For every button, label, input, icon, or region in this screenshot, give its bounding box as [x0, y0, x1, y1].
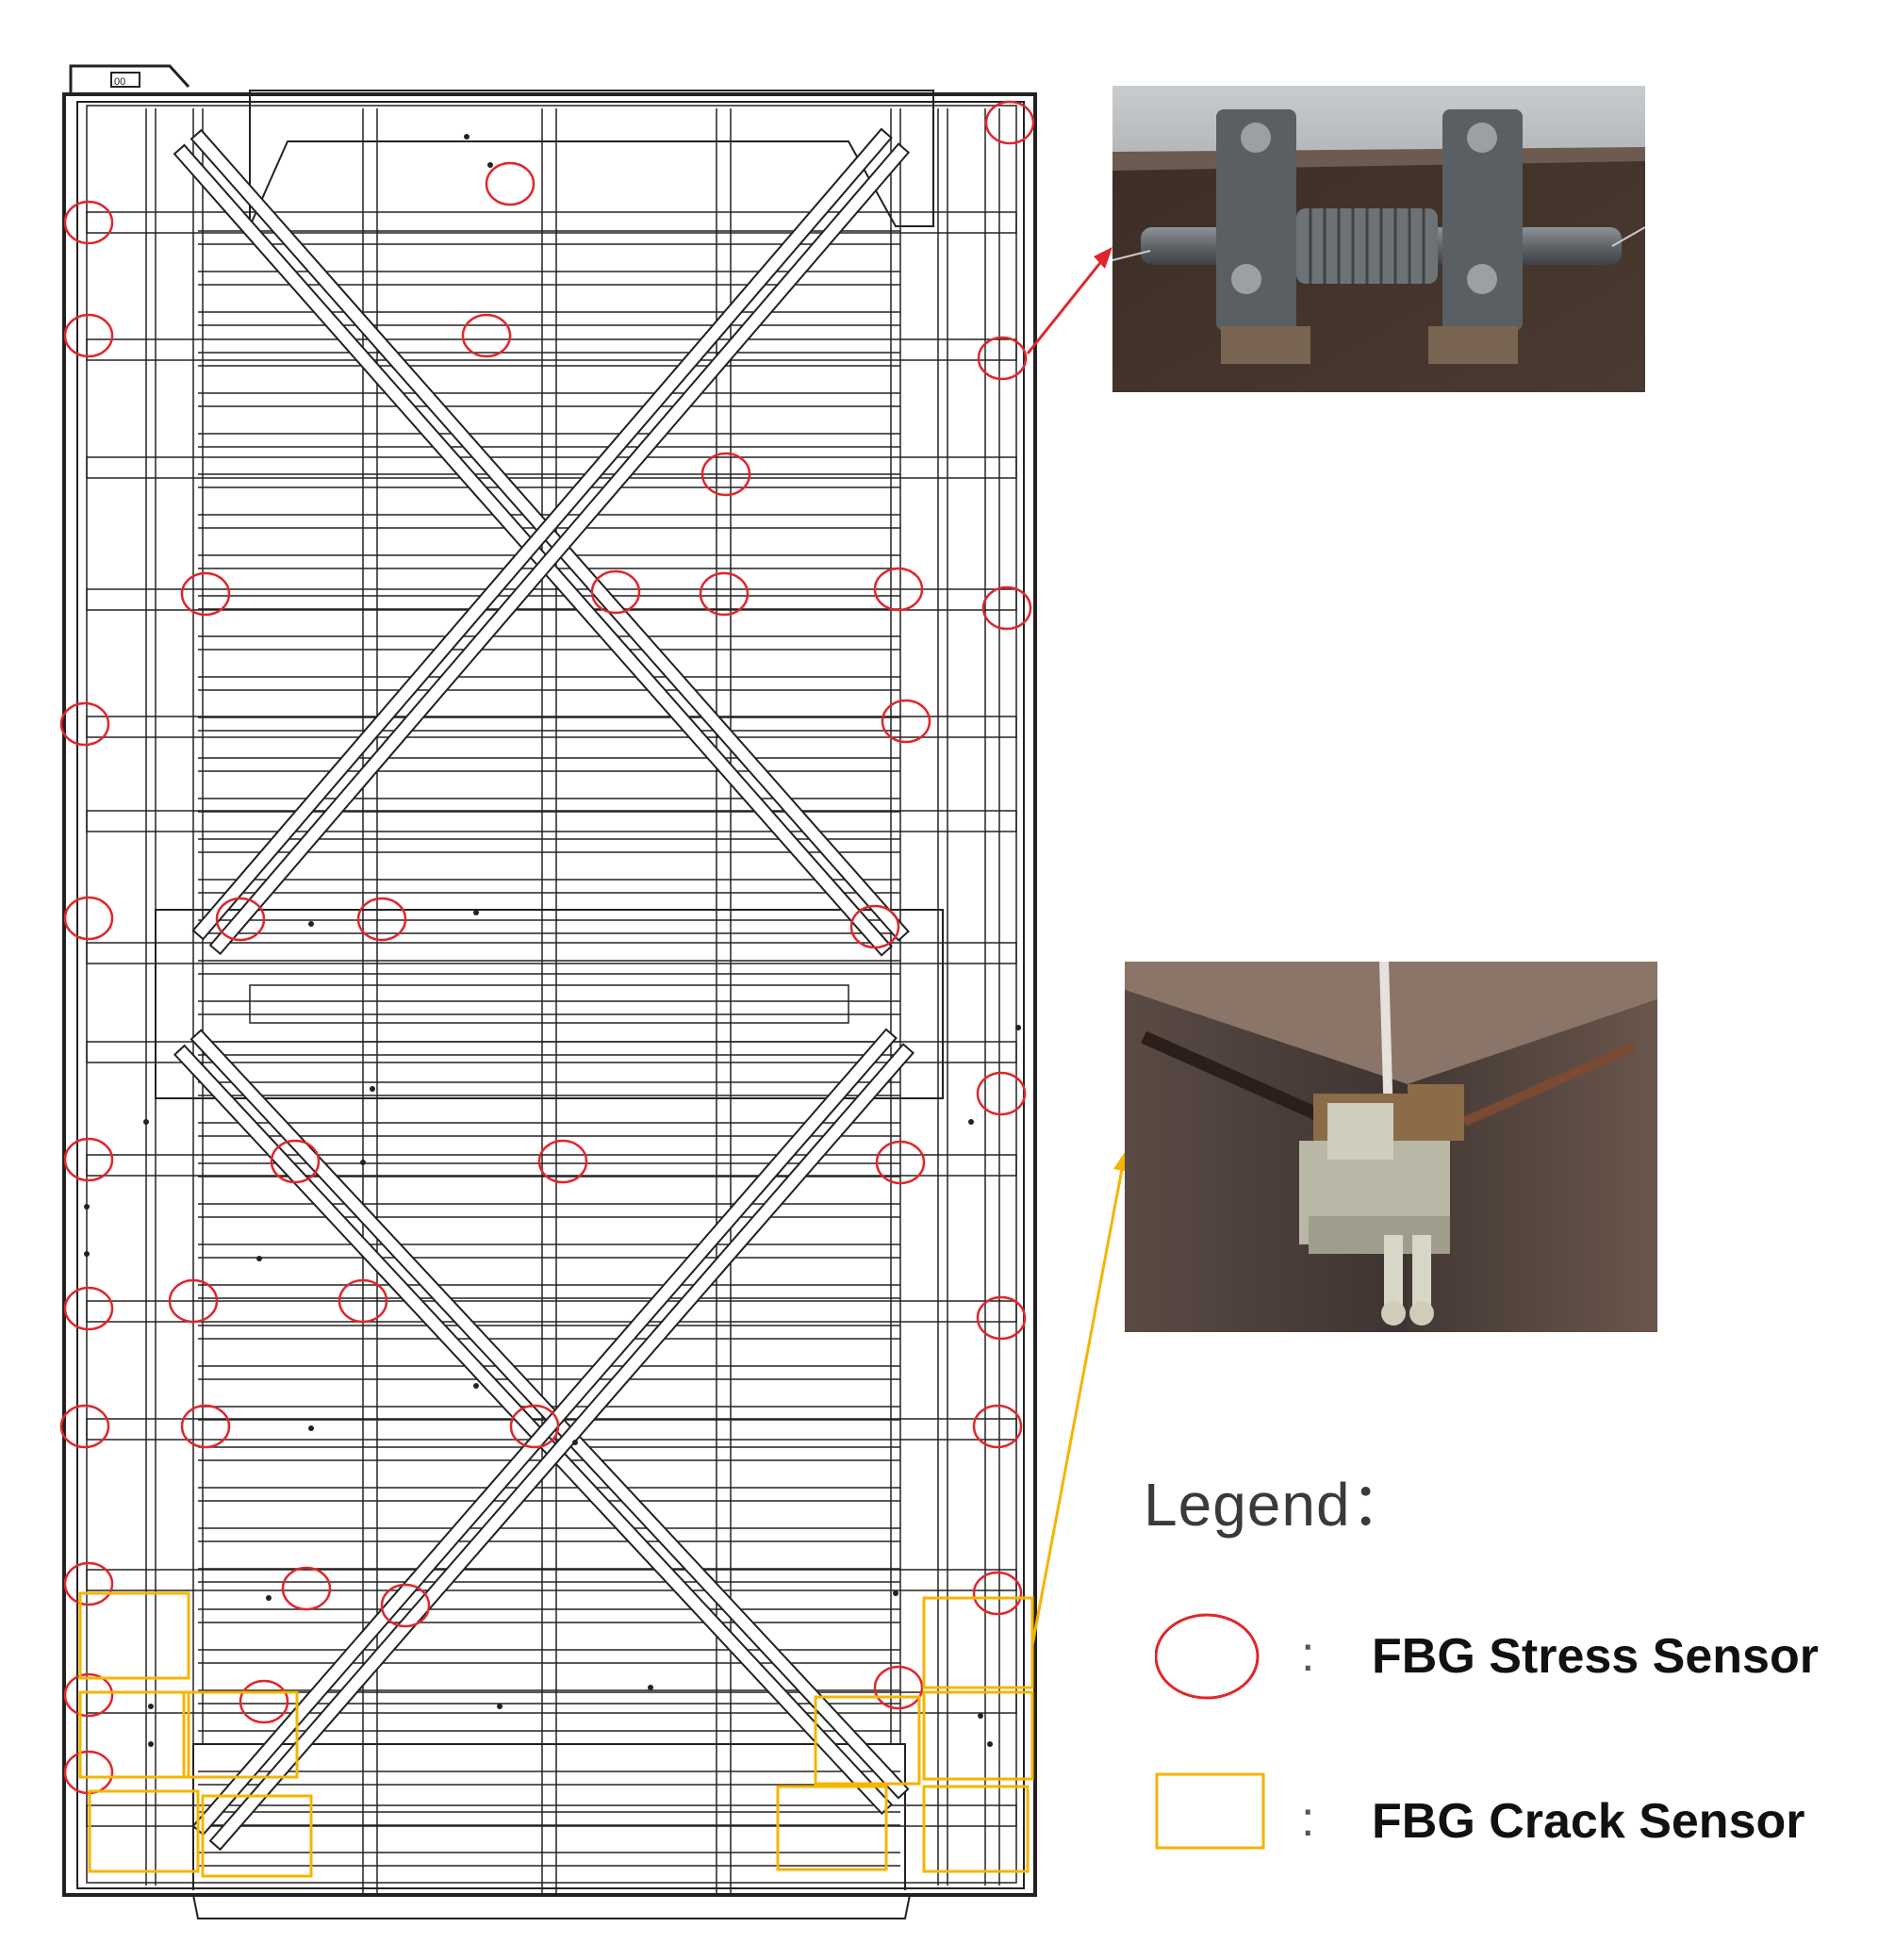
- stress-sensor-marker: [63, 1561, 114, 1606]
- crack-sensor-marker: [922, 1690, 1034, 1781]
- stress-sensor-marker: [63, 1286, 114, 1331]
- legend-colon: :: [1301, 1627, 1315, 1682]
- stress-sensor-marker: [63, 200, 114, 245]
- stress-sensor-marker: [881, 699, 931, 744]
- crack-sensor-marker: [78, 1690, 190, 1779]
- legend-item-stress-sensor: : FBG Stress Sensor: [1155, 1607, 1871, 1711]
- crack-sensor-symbol: [1155, 1772, 1265, 1850]
- stress-sensor-marker: [63, 1672, 114, 1718]
- stress-sensor-marker: [380, 1583, 431, 1628]
- stress-sensor-marker: [63, 1750, 114, 1795]
- legend-title: Legend：: [1144, 1471, 1412, 1539]
- legend-colon: :: [1301, 1792, 1315, 1847]
- crack-sensor-marker: [922, 1785, 1030, 1873]
- stress-sensor-marker: [509, 1404, 560, 1449]
- stress-sensor-marker: [270, 1139, 321, 1184]
- stress-sensor-marker: [590, 569, 641, 615]
- crack-sensor-leader: [1030, 1168, 1124, 1646]
- crack-sensor-photo: [1125, 962, 1657, 1332]
- stress-sensor-marker: [63, 896, 114, 941]
- stress-sensor-marker: [873, 567, 924, 612]
- stress-sensor-marker: [875, 1140, 926, 1185]
- stress-sensor-marker: [180, 571, 231, 617]
- crack-sensor-marker: [78, 1591, 190, 1680]
- stress-sensor-marker: [63, 313, 114, 358]
- stress-sensor-marker: [972, 1404, 1023, 1449]
- stress-sensor-marker: [59, 701, 110, 747]
- crack-sensor-marker: [182, 1690, 299, 1779]
- stress-sensor-marker: [981, 585, 1032, 631]
- stress-sensor-marker: [984, 100, 1035, 145]
- crack-sensor-marker: [776, 1785, 888, 1871]
- stress-sensor-marker: [281, 1566, 332, 1611]
- stress-sensor-marker: [461, 313, 512, 358]
- stress-sensor-photo: [1112, 86, 1645, 392]
- stress-sensor-marker: [63, 1137, 114, 1182]
- crack-sensor-marker: [88, 1789, 200, 1873]
- stress-sensor-marker: [977, 336, 1028, 381]
- stress-sensor-marker: [699, 571, 750, 617]
- drawing-label: 00: [114, 76, 125, 88]
- stress-sensor-marker: [338, 1278, 388, 1324]
- crack-sensor-marker: [814, 1695, 921, 1786]
- stress-sensor-marker: [849, 904, 900, 949]
- stress-sensor-marker: [537, 1139, 588, 1184]
- stress-sensor-symbol: [1155, 1613, 1260, 1700]
- stress-sensor-marker: [356, 897, 407, 942]
- stress-sensor-marker: [972, 1571, 1023, 1616]
- stress-sensor-marker: [168, 1278, 219, 1324]
- legend-label-crack: FBG Crack Sensor: [1372, 1794, 1805, 1849]
- stress-sensor-marker: [485, 161, 536, 206]
- stress-sensor-leader: [1026, 258, 1105, 354]
- crack-sensor-marker: [201, 1794, 313, 1878]
- stress-sensor-marker: [976, 1071, 1027, 1116]
- stress-sensor-marker: [180, 1404, 231, 1449]
- stress-sensor-marker: [215, 897, 266, 942]
- stress-sensor-marker: [700, 452, 751, 497]
- legend-item-crack-sensor: : FBG Crack Sensor: [1155, 1772, 1871, 1876]
- arrow-head-icon: [1094, 247, 1112, 269]
- stress-sensor-marker: [873, 1665, 924, 1710]
- stress-sensor-marker: [59, 1404, 110, 1449]
- stress-sensor-marker: [976, 1295, 1027, 1341]
- stress-sensor-marker: [239, 1679, 289, 1724]
- legend-label-stress: FBG Stress Sensor: [1372, 1629, 1819, 1684]
